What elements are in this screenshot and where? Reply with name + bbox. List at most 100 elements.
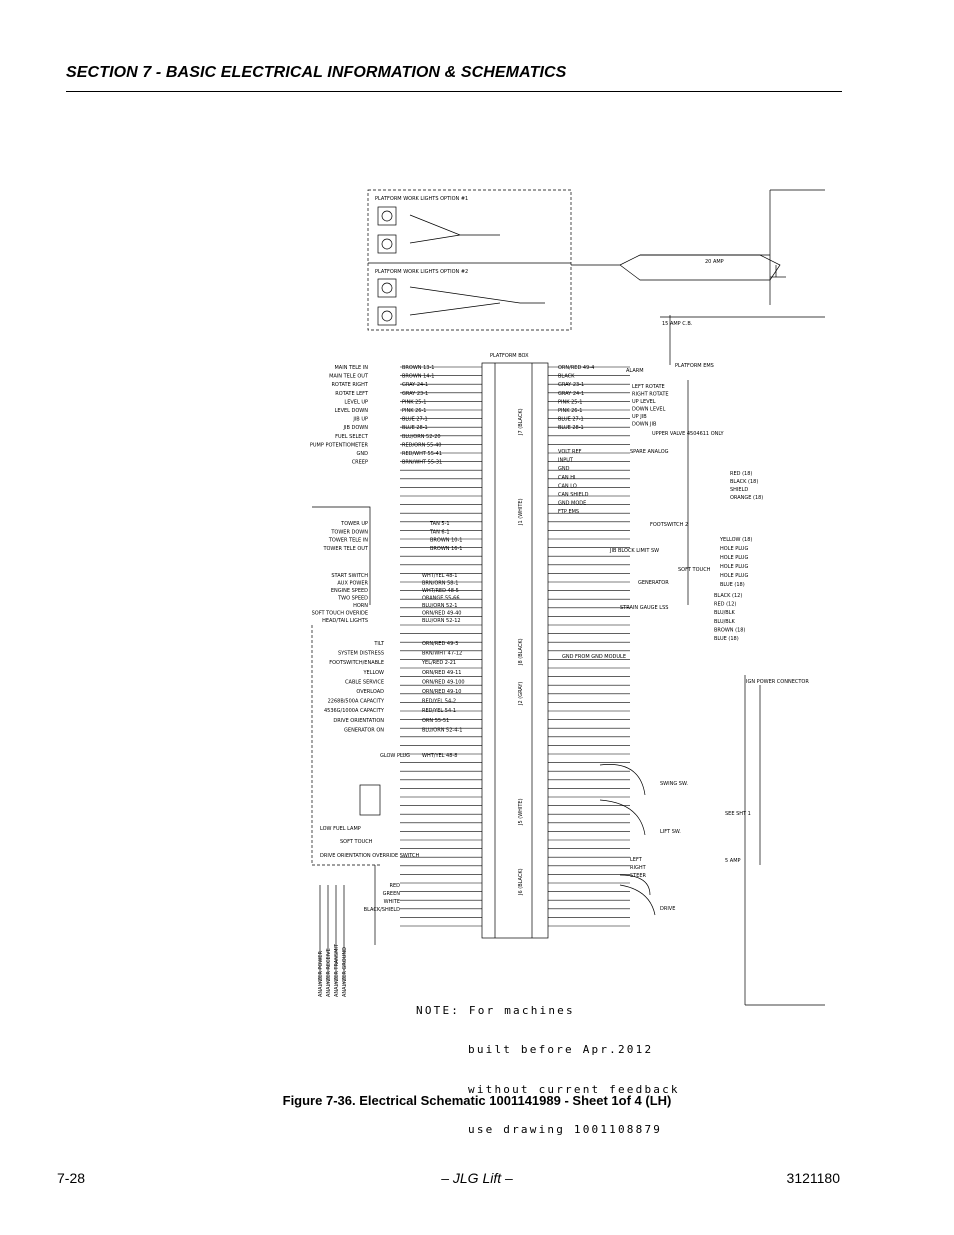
wire-label: HOLE PLUG [720,564,748,570]
fuse-20-label: 20 AMP [705,259,724,265]
analyzer-label: ANALYZER POWER [318,951,324,997]
wire-label: GRAY 24-1 [402,382,428,388]
wire-label: PINK 25-1 [402,399,426,405]
wire-label: BLACK (18) [730,479,758,485]
status-label: DRIVE ORIENTATION [333,718,384,724]
wire-label: RED/YEL 54-2 [422,699,456,705]
swing-label: SWING SW. [660,781,688,787]
alarm-label: ALARM [626,368,644,374]
wire-label: BLUE 27-1 [558,417,584,423]
wire-label: BROWN 13-1 [402,365,434,371]
can-label: CAN HI [558,475,575,481]
platform-box-label: PLATFORM BOX [490,353,529,359]
note-line: built before Apr.2012 [468,1043,654,1057]
wire-label: ORN/RED 49-4 [558,365,594,371]
status-label: FOOTSWITCH/ENABLE [329,660,384,666]
footswitch-label: FOOTSWITCH 2 [650,522,688,528]
function-label: TOWER TELE IN [328,538,368,544]
wire-label: BROWN (18) [714,627,745,633]
note-line: NOTE: For machines [416,1003,575,1017]
function-label: TOWER DOWN [330,529,368,535]
wire-label: RED (18) [730,471,752,477]
function-label: GND [357,451,369,457]
wire-label: BLU/ORN 52-1 [422,603,457,609]
note-line: without current feedback [468,1083,680,1097]
wire-label: BLUE (18) [714,636,739,642]
wire-label: BLU/BLK [714,619,736,625]
see-sht-label: SEE SHT 1 [725,811,751,817]
wire-label: HOLE PLUG [720,555,748,561]
analyzer-label: ANALYZER TRANSMIT [334,943,340,997]
wire-label: BLUE 28-1 [558,425,584,431]
connector-j1-label: J1 (WHITE) [518,498,524,526]
wire-label: RED [390,883,401,889]
status-label: TILT [373,641,385,647]
connector-j5-label: J5 (WHITE) [518,798,524,826]
wire-label: ORANGE (18) [730,495,763,501]
wire-label: TAN 6-1 [429,529,450,535]
wire-label: BLACK (12) [714,593,742,599]
footer-brand: – JLG Lift – [441,1170,513,1186]
steer-label: RIGHT [630,865,647,871]
glow-wire-label: WHT/YEL 48-8 [422,753,457,759]
function-label: START SWITCH [331,573,368,579]
function-label: MAIN TELE IN [334,365,368,371]
drive-label: DRIVE [660,906,675,912]
connector-j6-label: J6 (BLACK) [518,868,524,896]
wire-label: BLUE 27-1 [402,417,428,423]
wire-label: WHITE [384,899,400,905]
wire-label: WHT/YEL 48-1 [422,573,457,579]
wire-label: BROWN 14-1 [402,374,434,380]
wire-label: BLU/ORN 52-12 [422,618,461,624]
wire-label: ORN/RED 49-100 [422,679,465,685]
function-label: ENGINE SPEED [331,588,368,594]
wire-label: PINK 25-1 [558,399,582,405]
fuse-15-label: 15 AMP C.B. [662,321,693,327]
wire-label: RED/ORN 55-40 [402,442,441,448]
function-label: ROTATE LEFT [335,391,369,397]
function-label: TOWER UP [340,521,368,527]
wire-label: GRAY 23-1 [402,391,428,397]
can-label: GND MODE [558,501,586,507]
can-label: GND [558,466,570,472]
status-label: CABLE SERVICE [345,679,384,685]
can-label: FTP EMS [558,509,579,515]
wire-label: ORN/RED 49-3 [422,641,458,647]
can-label: CAN LO [558,483,577,489]
gnd-module-label: GND FROM GND MODULE [562,654,626,660]
wire-label: BRN/WHT 47-12 [422,651,462,657]
can-label: CAN SHIELD [558,492,589,498]
function-label: HEAD/TAIL LIGHTS [322,618,368,624]
function-label: TOWER TELE OUT [322,546,368,552]
status-label: SYSTEM DISTRESS [338,651,384,657]
work-light-2-label: PLATFORM WORK LIGHTS OPTION #2 [375,269,468,275]
generator-label: GENERATOR [638,580,669,586]
function-label: TWO SPEED [337,596,368,602]
status-label: 4536G/1000A CAPACITY [324,708,385,714]
figure-caption: Figure 7-36. Electrical Schematic 100114… [282,1093,672,1108]
wire-label: PINK 26-1 [402,408,426,414]
connector-j8-label: J8 (BLACK) [518,638,524,666]
wire-label: RED/YEL 54-1 [422,708,456,714]
function-label: ROTATE RIGHT [331,382,368,388]
low-fuel-label: LOW FUEL LAMP [320,826,361,832]
wire-label: BLUE 28-1 [402,425,428,431]
wire-label: GRAY 24-1 [558,391,584,397]
wire-label: BROWN 10-1 [430,538,462,544]
wire-label: BROWN 16-1 [430,546,462,552]
status-label: 2268B/500A CAPACITY [328,699,385,705]
wire-label: SHIELD [730,487,748,493]
status-label: YELLOW [363,670,385,676]
function-label: JIB UP [352,417,368,423]
note-line: use drawing 1001108879 [468,1123,663,1137]
status-label: OVERLOAD [356,689,384,695]
wire-label: ORN/RED 49-10 [422,689,461,695]
wire-label: YEL/RED 2-21 [421,660,456,666]
function-label: FUEL SELECT [335,434,369,440]
platform-ems-label: PLATFORM EMS [675,363,714,369]
upper-valve-label: UPPER VALVE 4504611 ONLY [652,431,724,437]
wire-label: PINK 26-1 [558,408,582,414]
schematic-note: NOTE: For machines built before Apr.2012… [416,977,680,1150]
wire-label: GRAY 23-1 [558,382,584,388]
wire-label: RED (12) [714,602,736,608]
